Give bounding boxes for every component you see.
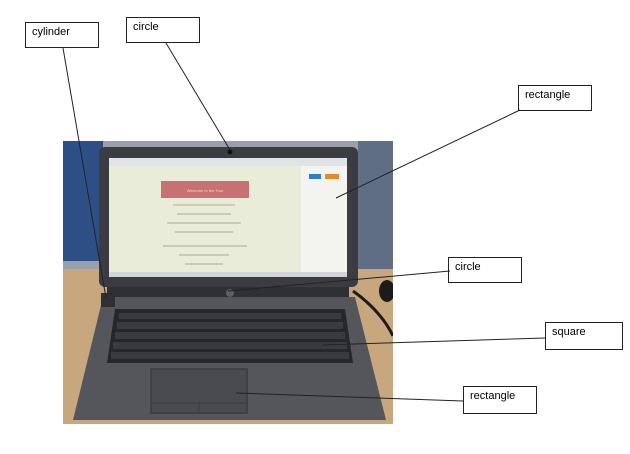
screen-sidebar: [301, 166, 347, 277]
label-circle-logo: circle: [448, 257, 522, 283]
cylinder-object: [101, 293, 115, 307]
sidebar-button-blue: [309, 174, 321, 179]
label-cylinder: cylinder: [25, 22, 99, 48]
label-rectangle-touchpad: rectangle: [463, 386, 537, 414]
sidebar-button-orange: [325, 174, 339, 179]
hp-logo: [226, 289, 234, 297]
taskbar: [109, 272, 347, 277]
browser-toolbar: [109, 158, 347, 166]
screen-text-lines: [163, 204, 247, 265]
keyboard-keys: [111, 313, 349, 359]
blue-chair: [63, 141, 103, 261]
window-frame: [358, 141, 393, 271]
label-circle-webcam: circle: [126, 17, 200, 43]
laptop-photo: Welcome to the Tour: [63, 141, 393, 424]
webcam: [227, 149, 233, 155]
label-rectangle-screen: rectangle: [518, 85, 592, 111]
leader-line-circle-webcam: [165, 42, 231, 151]
label-square-key: square: [545, 322, 623, 350]
cable: [352, 289, 393, 337]
screen-banner: [161, 181, 249, 198]
screen-banner-text: Welcome to the Tour: [187, 188, 224, 193]
